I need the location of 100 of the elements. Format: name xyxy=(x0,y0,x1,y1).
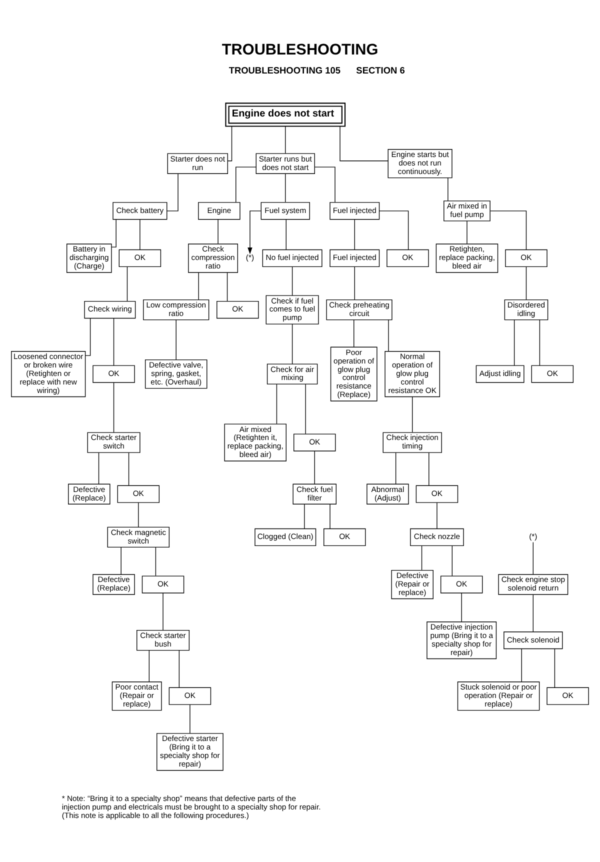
node-box: Defective injection pump (Bring it to a specialty shop for repair) xyxy=(426,622,497,660)
connector xyxy=(532,594,534,632)
node-box: Normal operation of glow plug control resistance OK xyxy=(384,351,440,398)
connector xyxy=(285,126,286,154)
connector xyxy=(148,650,150,682)
connector xyxy=(236,166,256,203)
connector xyxy=(490,210,527,250)
connector xyxy=(532,542,534,575)
node-box: Check fuel filter xyxy=(292,484,337,504)
node-box: Check injection timing xyxy=(382,432,442,453)
node-box: Loosened connector or broken wire (Retighten or replace with new wiring) xyxy=(11,351,86,398)
node-box: Poor contact (Repair or replace) xyxy=(112,682,162,711)
node-box: Check engine stop solenoid return xyxy=(498,574,568,595)
node-box: Disordered idling xyxy=(504,299,548,320)
connector xyxy=(292,266,293,296)
connector xyxy=(228,126,232,162)
connector xyxy=(126,266,128,302)
node-box: Engine starts but does not run continuously. xyxy=(388,149,452,178)
connector xyxy=(388,320,389,352)
node-box: OK xyxy=(117,485,160,503)
connector xyxy=(428,452,430,486)
connector xyxy=(340,126,388,162)
connector xyxy=(162,592,164,631)
connector xyxy=(111,219,116,248)
node-box: No fuel injected xyxy=(262,249,322,268)
node-box: OK xyxy=(440,576,483,594)
connector xyxy=(178,650,180,688)
node-box: Check solenoid xyxy=(504,632,563,650)
connector xyxy=(155,546,156,576)
node-box: Check preheating circuit xyxy=(326,299,392,320)
node-box: OK xyxy=(324,528,366,546)
node-box: OK xyxy=(118,249,162,268)
node-box: Defective (Replace) xyxy=(92,574,135,595)
node-box: Check starter switch xyxy=(87,432,140,453)
connector xyxy=(514,320,515,366)
node-box: Low compression ratio xyxy=(143,299,210,320)
connector xyxy=(314,166,336,203)
node-box: OK xyxy=(216,300,259,319)
connector xyxy=(314,450,315,484)
connector xyxy=(354,266,355,300)
connector xyxy=(452,546,453,576)
connector xyxy=(466,220,468,244)
connector xyxy=(421,546,422,570)
node-box: Check for air mixing xyxy=(266,364,318,384)
node-box: Starter runs but does not start xyxy=(256,153,315,174)
node-text: (*) xyxy=(246,253,254,262)
node-box: OK xyxy=(546,687,589,705)
node-box: OK xyxy=(505,249,548,268)
connector xyxy=(304,504,305,529)
node-box: Defective (Replace) xyxy=(68,484,110,504)
node-box: OK xyxy=(168,687,212,705)
node-box: Starter does not run xyxy=(167,153,228,174)
node-box: Stuck solenoid or poor operation (Repair or replace) xyxy=(457,682,540,711)
connector xyxy=(305,384,306,434)
node-box: Adjust idling xyxy=(476,365,524,383)
node-box: Defective starter (Bring it to a specialty shop for repair) xyxy=(156,733,224,771)
node-box: Fuel system xyxy=(260,202,310,220)
node-box: Fuel injected xyxy=(330,249,380,268)
node-box: Retighten, replace packing, bleed air xyxy=(436,244,498,273)
node-box: Check starter bush xyxy=(136,630,190,651)
node-box: Fuel injected xyxy=(330,202,380,220)
connector xyxy=(226,272,228,302)
connector xyxy=(198,272,199,300)
node-box: Air mixed in fuel pump xyxy=(444,200,490,222)
label: SECTION 6 xyxy=(356,65,405,76)
node-box: OK xyxy=(142,576,184,594)
connector xyxy=(461,592,462,622)
node-box: OK xyxy=(386,249,429,268)
connector xyxy=(395,452,396,484)
node-box: Check magnetic switch xyxy=(107,526,170,548)
node-box: Check compression ratio xyxy=(188,244,238,273)
node-box: Battery in discharging (Charge) xyxy=(66,244,112,273)
connector xyxy=(285,173,286,203)
node-box: Clogged (Clean) xyxy=(254,528,316,546)
node-box: Engine does not start xyxy=(225,102,346,127)
label: * Note: “Bring it to a specialty shop” means that defective parts of the injection pump and electricals must be brought to a specialty shop for repair. (This note is applicable to all the following procedures.) xyxy=(62,794,321,820)
node-box: Engine xyxy=(198,202,240,220)
diagram-title: TROUBLESHOOTING xyxy=(222,42,378,59)
connector xyxy=(354,219,355,250)
node-box: Check if fuel comes to fuel pump xyxy=(266,295,319,324)
node-box: OK xyxy=(92,365,135,383)
connector xyxy=(292,324,293,364)
node-box: Check wiring xyxy=(84,300,136,319)
node-box: Defective (Repair or replace) xyxy=(391,570,434,600)
connector xyxy=(138,502,139,528)
node-box: Check battery xyxy=(112,202,168,220)
connector xyxy=(436,502,438,530)
connector xyxy=(276,384,278,424)
node-box: Abnormal (Adjust) xyxy=(366,484,409,504)
label: TROUBLESHOOTING 105 xyxy=(228,65,340,76)
node-box: OK xyxy=(416,485,458,503)
node-box: Defective valve, spring, gasket, etc. (Overhaul) xyxy=(144,359,208,389)
connector xyxy=(539,320,540,366)
node-box: OK xyxy=(531,365,574,383)
connector xyxy=(113,382,114,433)
node-box: Poor operation of glow plug control resistance (Replace) xyxy=(330,346,378,402)
connector xyxy=(85,318,91,356)
node-box: OK xyxy=(294,434,336,452)
connector xyxy=(378,210,409,250)
connector xyxy=(554,648,556,688)
